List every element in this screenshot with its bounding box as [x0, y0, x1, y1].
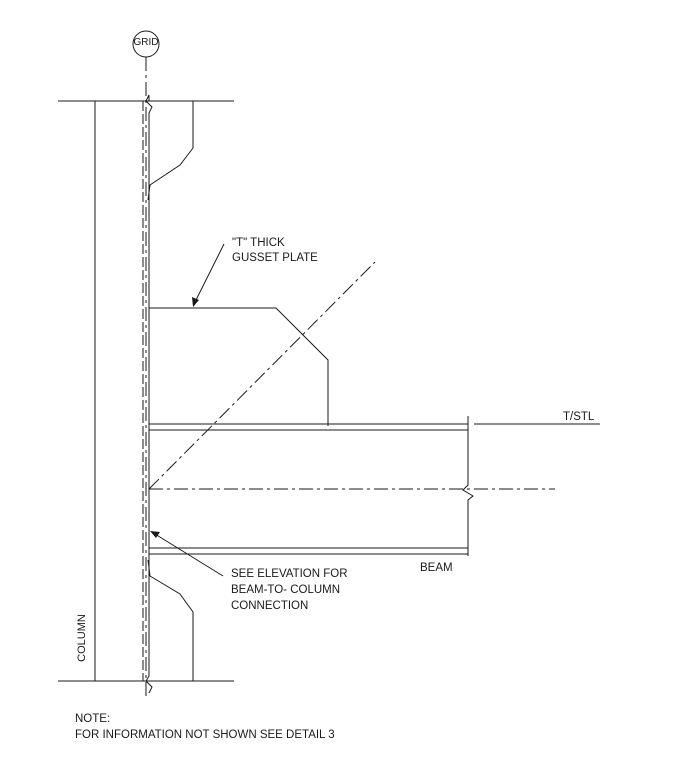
tstl-label: T/STL: [563, 411, 595, 423]
beam-end-break: [462, 416, 474, 556]
gusset-label-line2: GUSSET PLATE: [232, 252, 318, 264]
gusset-plate: [149, 307, 329, 426]
elevation-leader-arrowhead: [150, 531, 160, 538]
column-lower-break: [147, 559, 194, 681]
gusset-leader: [195, 243, 225, 301]
column-inner-flange: [145, 94, 153, 694]
brace-centerline: [148, 261, 376, 490]
elevation-note-line1: SEE ELEVATION FOR: [231, 568, 348, 580]
grid-bubble-label: GRID: [133, 37, 159, 48]
elevation-note-line3: CONNECTION: [231, 600, 309, 612]
note-title: NOTE:: [75, 713, 111, 725]
note-text: FOR INFORMATION NOT SHOWN SEE DETAIL 3: [75, 729, 335, 741]
column-upper-break: [147, 101, 194, 201]
elevation-leader: [154, 533, 224, 577]
gusset-leader-arrowhead: [192, 297, 199, 307]
column-label: COLUMN: [75, 614, 88, 662]
gusset-label-line1: "T" THICK: [232, 237, 285, 249]
beam-label: BEAM: [420, 562, 453, 574]
elevation-note-line2: BEAM-TO- COLUMN: [231, 584, 341, 596]
